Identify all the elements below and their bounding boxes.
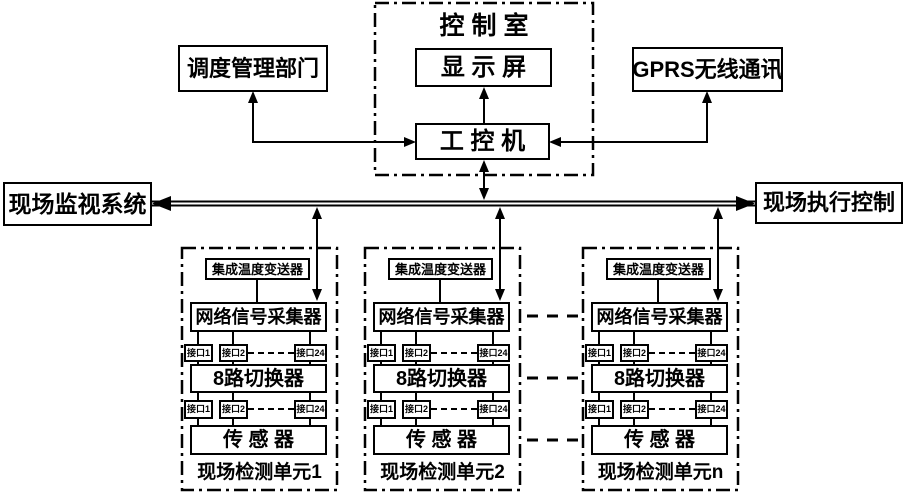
switcher-box: 8路切换器 <box>591 364 728 393</box>
control-room-title: 控 制 室 <box>439 11 529 40</box>
unit-label: 现场检测单元n <box>597 461 724 483</box>
port-ellipsis-dash <box>649 408 695 410</box>
ipc-bus-link <box>479 160 489 200</box>
port-box: 接口24 <box>294 344 327 362</box>
port-box: 接口1 <box>367 400 396 419</box>
field-unit-2: 集成温度变送器 网络信号采集器 接口1 接口2 接口24 8路切换器 接口1 接… <box>365 248 520 490</box>
port-box: 接口1 <box>585 344 614 362</box>
display-screen-box: 显 示 屏 <box>415 48 552 87</box>
port-box: 接口1 <box>184 344 213 362</box>
industrial-pc-box: 工 控 机 <box>415 123 550 160</box>
gprs-wireless-box: GPRS无线通讯 <box>632 47 783 92</box>
omitted-units-dashes <box>527 314 578 442</box>
dispatch-ipc-link <box>248 91 416 147</box>
port-box: 接口24 <box>477 344 510 362</box>
field-monitoring-box: 现场监视系统 <box>3 182 152 226</box>
sensor-box: 传 感 器 <box>373 425 510 455</box>
port-ellipsis-dash <box>248 408 294 410</box>
gprs-ipc-link <box>549 91 712 147</box>
port-ellipsis-dash <box>649 352 695 354</box>
field-unit-1: 集成温度变送器 网络信号采集器 接口1 接口2 接口24 8路切换器 接口1 接… <box>182 248 337 490</box>
port-box: 接口2 <box>620 400 649 419</box>
port-box: 接口1 <box>367 344 396 362</box>
port-box: 接口2 <box>219 344 248 362</box>
field-execution-box: 现场执行控制 <box>755 182 903 224</box>
port-box: 接口2 <box>402 344 431 362</box>
port-box: 接口2 <box>402 400 431 419</box>
port-ellipsis-dash <box>431 352 477 354</box>
switcher-box: 8路切换器 <box>373 364 510 393</box>
port-box: 接口24 <box>695 344 728 362</box>
field-bus <box>152 196 755 211</box>
network-signal-collector-box: 网络信号采集器 <box>373 302 510 332</box>
switcher-box: 8路切换器 <box>190 364 327 393</box>
unit-label: 现场检测单元2 <box>380 461 505 483</box>
port-box: 接口2 <box>620 344 649 362</box>
network-signal-collector-box: 网络信号采集器 <box>190 302 327 332</box>
port-box: 接口24 <box>695 400 728 419</box>
sensor-box: 传 感 器 <box>190 425 327 455</box>
ipc-display-arrow <box>479 87 489 123</box>
unit-label: 现场检测单元1 <box>197 461 322 483</box>
temperature-transmitter-box: 集成温度变送器 <box>606 258 711 280</box>
field-unit-n: 集成温度变送器 网络信号采集器 接口1 接口2 接口24 8路切换器 接口1 接… <box>583 248 738 490</box>
port-ellipsis-dash <box>431 408 477 410</box>
port-box: 接口1 <box>585 400 614 419</box>
temperature-transmitter-box: 集成温度变送器 <box>388 258 493 280</box>
dispatch-management-box: 调度管理部门 <box>178 45 328 92</box>
port-ellipsis-dash <box>248 352 294 354</box>
network-signal-collector-box: 网络信号采集器 <box>591 302 728 332</box>
sensor-box: 传 感 器 <box>591 425 728 455</box>
port-box: 接口24 <box>477 400 510 419</box>
port-box: 接口2 <box>219 400 248 419</box>
temperature-transmitter-box: 集成温度变送器 <box>205 258 310 280</box>
port-box: 接口24 <box>294 400 327 419</box>
port-box: 接口1 <box>184 400 213 419</box>
